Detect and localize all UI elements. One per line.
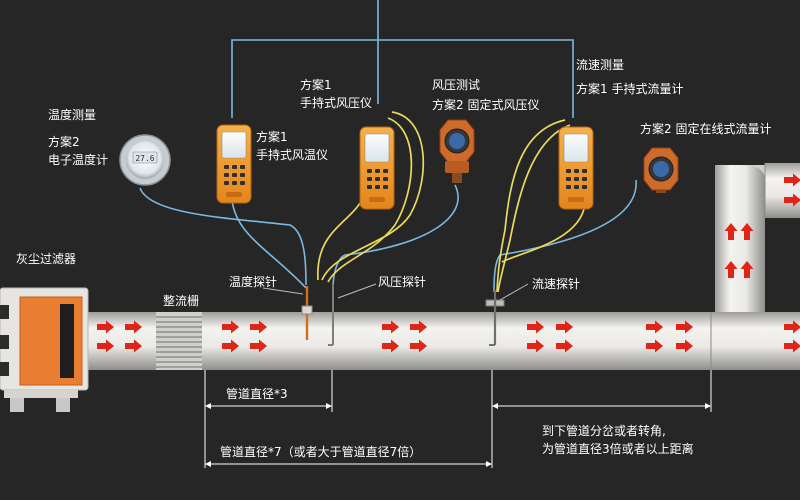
fixed-pressure-transmitter [439, 119, 475, 183]
label-flow-plan2: 方案2 固定在线式流量计 [640, 122, 772, 136]
label-press-plan2: 方案2 固定式风压仪 [432, 98, 540, 112]
label-press-plan1-title: 方案1 [300, 78, 332, 92]
label-press-test: 风压测试 [432, 78, 481, 92]
label-note-line2: 为管道直径3倍或者以上距离 [542, 442, 694, 456]
label-dim-7d: 管道直径*7（或者大于管道直径7倍） [220, 445, 422, 459]
handheld-anemometer [216, 124, 252, 204]
riser-duct [715, 163, 800, 370]
yellow-signal-cables [317, 111, 586, 293]
handheld-pressure-meter [359, 126, 395, 210]
label-temp-plan2-title: 方案2 [48, 135, 80, 149]
dimension-arrowheads [205, 403, 711, 467]
handheld-flow-meter [558, 126, 594, 210]
thermometer-reading: 27.6 [135, 154, 154, 163]
label-flow-probe: 流速探针 [532, 277, 581, 291]
label-note-line1: 到下管道分岔或者转角, [542, 424, 666, 438]
label-flow-plan1: 方案1 手持式流量计 [576, 82, 684, 96]
dust-filter-unit [0, 287, 89, 412]
label-rectifier: 整流栅 [163, 294, 200, 308]
label-flow-measure: 流速测量 [576, 58, 625, 72]
label-dust-filter: 灰尘过滤器 [16, 252, 77, 266]
label-temp-measure: 温度测量 [48, 108, 97, 122]
label-press-probe: 风压探针 [378, 275, 427, 289]
flow-rectifier [156, 312, 202, 370]
dimension-lines [204, 370, 712, 468]
label-dim-3d: 管道直径*3 [226, 387, 288, 401]
label-anemo-plan1-title: 方案1 [256, 130, 288, 144]
label-temp-plan2-device: 电子温度计 [48, 153, 109, 167]
probe-leaders [262, 283, 529, 301]
label-press-plan1-device: 手持式风压仪 [300, 96, 373, 110]
label-temp-probe: 温度探针 [229, 275, 278, 289]
pressure-probe [328, 284, 334, 346]
flow-probe [485, 290, 505, 346]
fixed-online-flow-meter [643, 147, 679, 193]
label-anemo-plan1-device: 手持式风温仪 [256, 148, 329, 162]
electronic-thermometer: 27.6 [119, 134, 171, 186]
temperature-probe [301, 286, 313, 340]
main-duct [85, 312, 800, 370]
blue-signal-cables [139, 0, 637, 293]
